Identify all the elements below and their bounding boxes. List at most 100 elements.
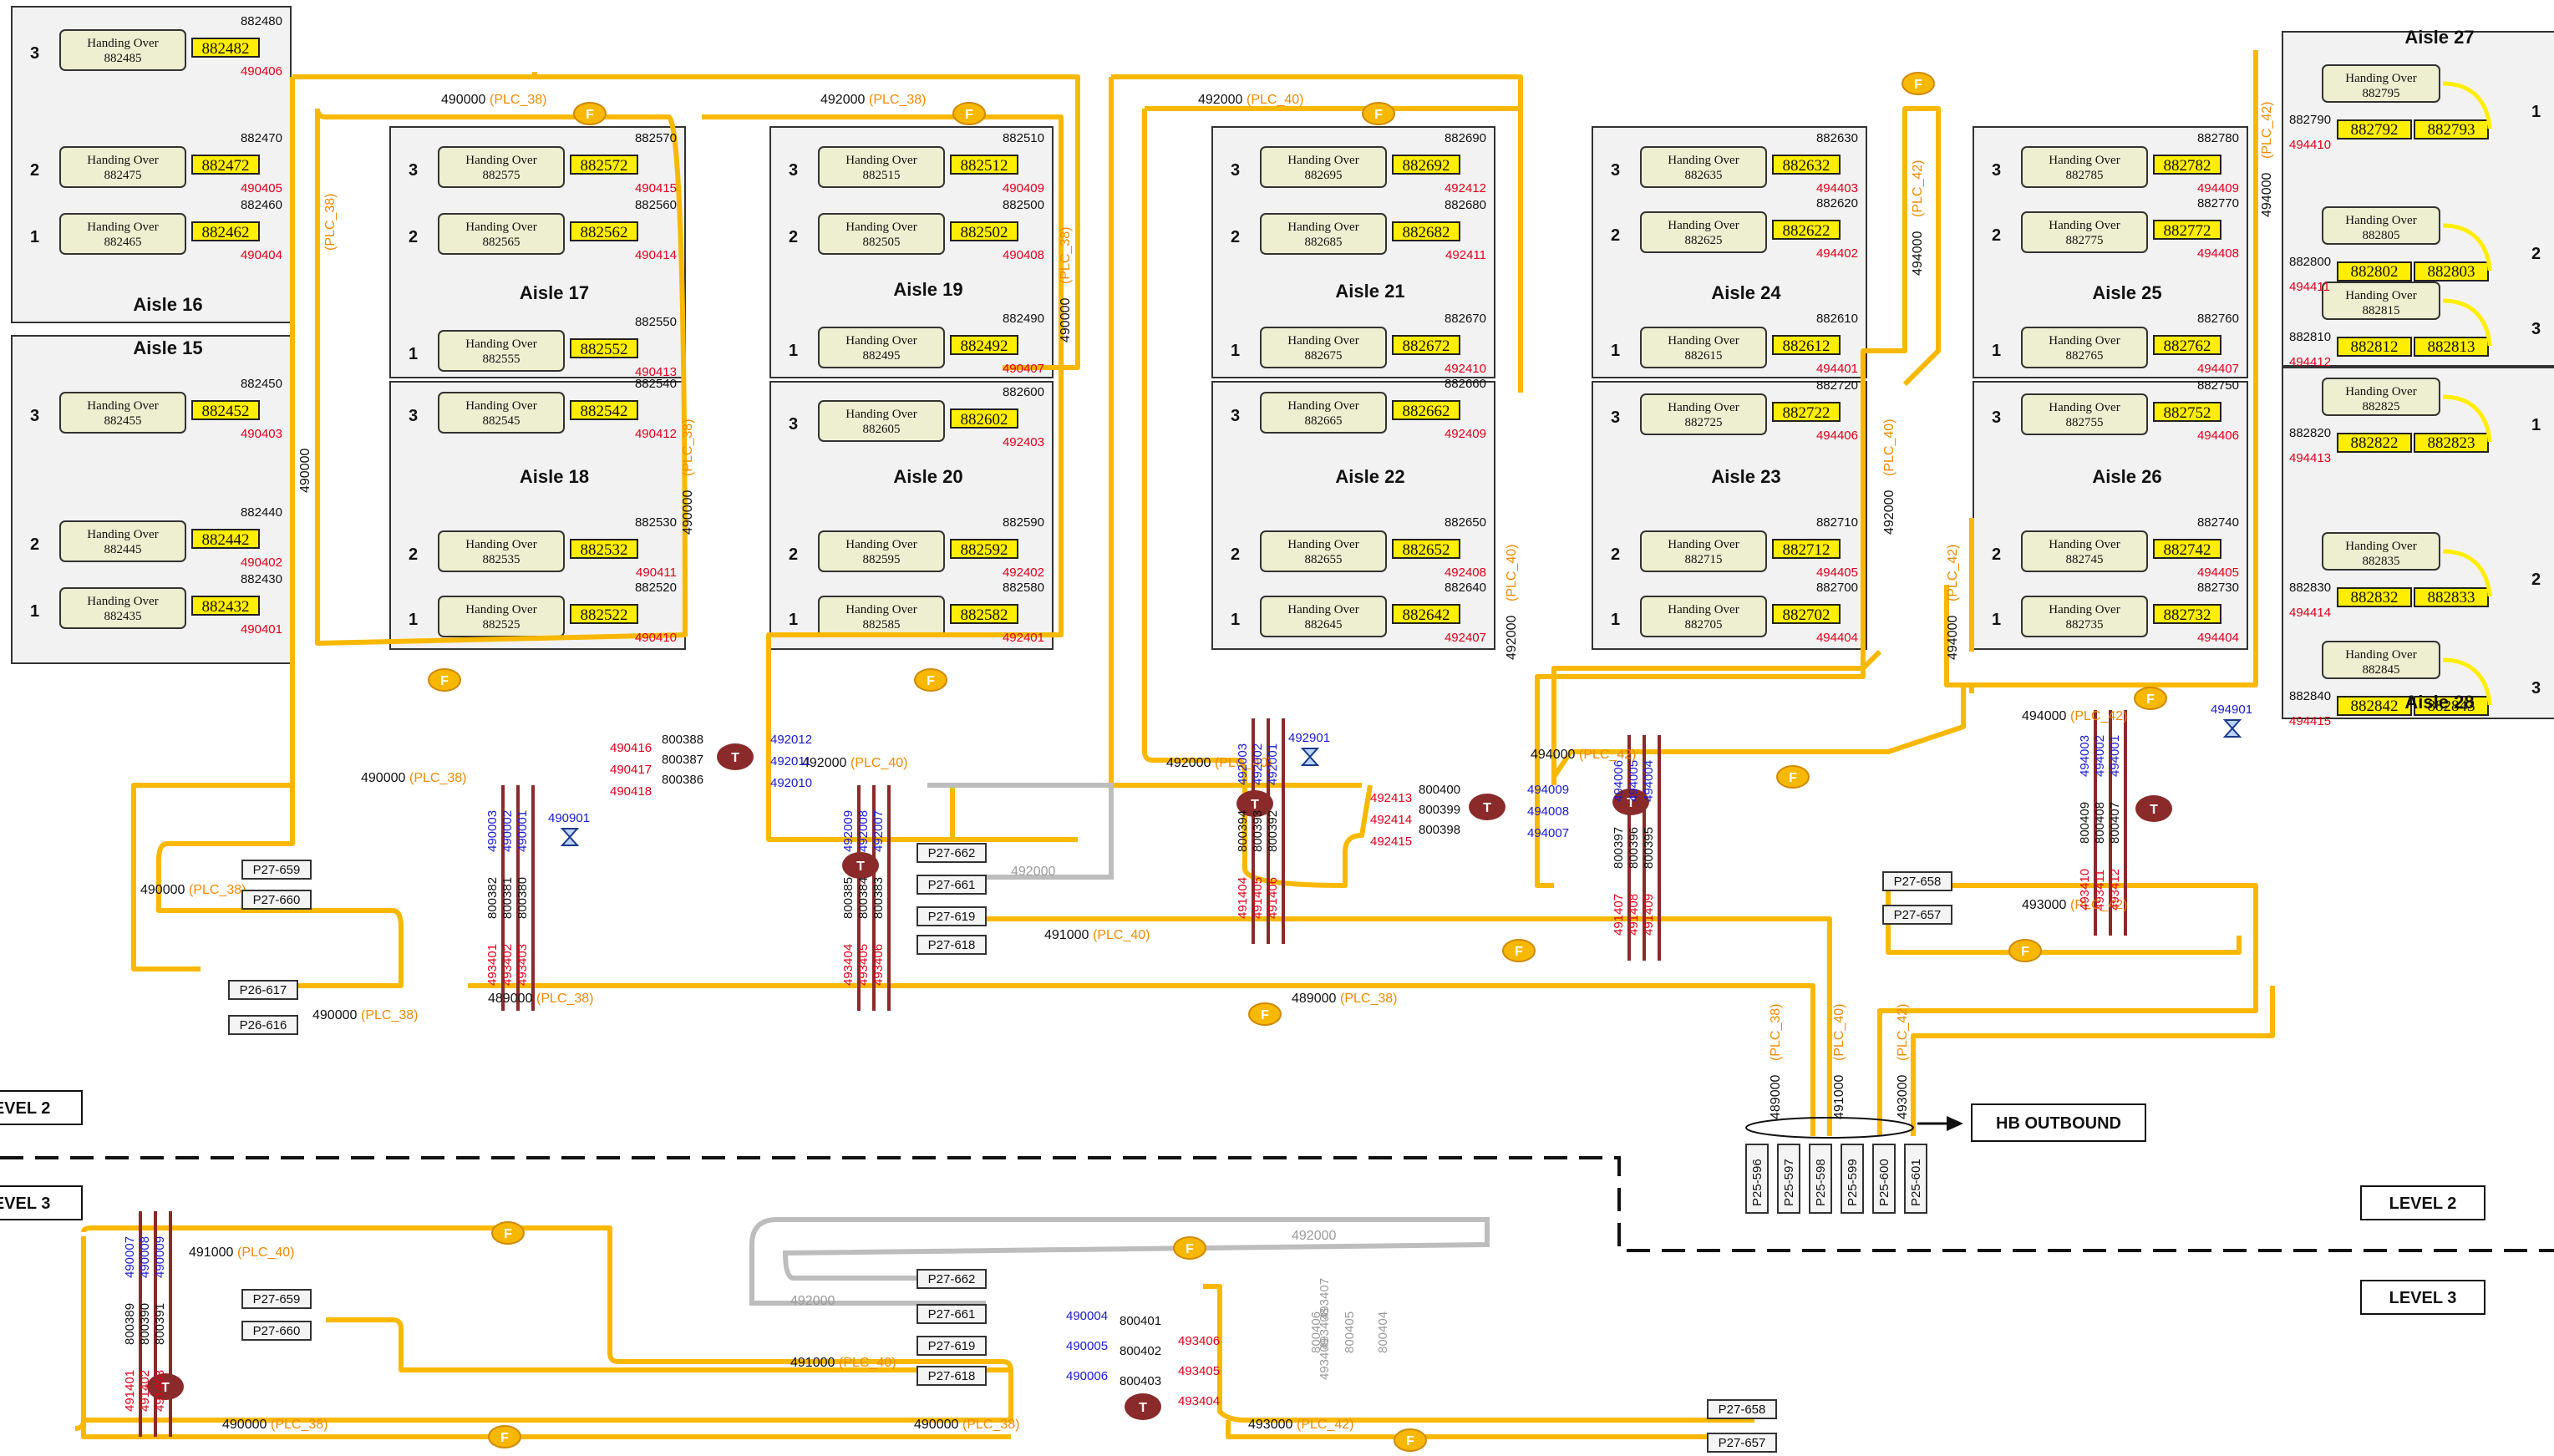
plc-vertical: (PLC_38) bbox=[681, 419, 695, 476]
t2-blue: 494009 bbox=[1527, 783, 1569, 797]
transfer-col3-blue: 492003 bbox=[1236, 743, 1250, 785]
fork-badge-label: F bbox=[1186, 1242, 1194, 1256]
handing-over-id: 882775 bbox=[2066, 234, 2104, 247]
handing-over-unit bbox=[1260, 213, 1387, 255]
loop-id-vertical: 494000 bbox=[1911, 231, 1925, 276]
transfer-badge bbox=[1125, 1393, 1161, 1420]
fork-badge bbox=[952, 102, 986, 125]
pallet-station-id: P27-658 bbox=[1719, 1403, 1766, 1417]
pallet-station bbox=[916, 1269, 987, 1289]
sensor-address: 882680 bbox=[1445, 198, 1486, 212]
pallet-station-id: P27-657 bbox=[1894, 908, 1942, 922]
belts-layer bbox=[74, 50, 2492, 1439]
plc-vertical: (PLC_40) bbox=[1882, 419, 1896, 476]
sensor-box bbox=[1392, 155, 1460, 175]
l3-transfer-col1-red: 491403 bbox=[153, 1370, 167, 1412]
sensor-id: 882782 bbox=[2164, 157, 2211, 175]
handing-over-unit bbox=[1260, 530, 1387, 572]
loop-490000-bottom bbox=[156, 785, 404, 988]
sensor-id: 882552 bbox=[581, 341, 628, 358]
plc-label: (PLC_42) bbox=[2070, 709, 2127, 723]
handing-over-unit bbox=[2021, 530, 2148, 572]
pallet-station-id: P27-659 bbox=[253, 1292, 301, 1306]
outbound-collector bbox=[1745, 1117, 1914, 1139]
pallet-station bbox=[241, 1321, 312, 1341]
plc-address: 492409 bbox=[1445, 427, 1486, 441]
handing-over-label: Handing Over bbox=[2049, 603, 2120, 616]
handing-over-label: Handing Over bbox=[2049, 334, 2120, 348]
pallet-station bbox=[241, 1289, 312, 1309]
sensor-id: 882752 bbox=[2164, 404, 2211, 422]
plc-address: 494404 bbox=[1816, 631, 1858, 645]
transfer-badge bbox=[842, 852, 879, 879]
transfer-col1-id: 800380 bbox=[515, 877, 530, 919]
sensor-id: 882812 bbox=[2351, 338, 2399, 356]
aisle-connector bbox=[2442, 298, 2492, 347]
pallet-station-id: P27-619 bbox=[928, 910, 976, 924]
pallet-station-id: P26-617 bbox=[240, 983, 287, 997]
row-number: 3 bbox=[1231, 161, 1240, 180]
row-number: 2 bbox=[789, 228, 798, 246]
sensor-box bbox=[2337, 261, 2412, 282]
handing-over-id: 882765 bbox=[2066, 349, 2104, 363]
plc-address: 494411 bbox=[2289, 280, 2330, 294]
plc-vertical: (PLC_38) bbox=[1059, 227, 1073, 284]
handing-over-label: Handing Over bbox=[465, 399, 536, 413]
transfer-col2-blue: 492009 bbox=[841, 810, 856, 852]
aisle-name: Aisle 22 bbox=[1335, 466, 1404, 487]
pallet-station bbox=[1882, 871, 1952, 891]
sensor-address: 882490 bbox=[1003, 312, 1044, 326]
loop-id: 492000 bbox=[790, 1294, 835, 1308]
plc-address: 492401 bbox=[1003, 631, 1044, 645]
handing-over-unit bbox=[818, 327, 945, 368]
handing-over-label: Handing Over bbox=[87, 399, 158, 413]
t1-blue: 492011 bbox=[770, 754, 811, 769]
handing-over-label: Handing Over bbox=[2345, 72, 2416, 85]
handing-over-id: 882635 bbox=[1685, 169, 1723, 182]
row-number: 1 bbox=[1611, 342, 1620, 360]
sensor-address: 882600 bbox=[1003, 385, 1044, 399]
transfer-col3-red: 491404 bbox=[1236, 877, 1250, 919]
sensor-box bbox=[950, 539, 1018, 559]
handing-over-id: 882465 bbox=[104, 236, 142, 249]
sensor-address: 882770 bbox=[2197, 196, 2239, 211]
sensor-address: 882660 bbox=[1445, 377, 1486, 391]
fork-badge bbox=[1248, 1002, 1282, 1026]
handing-over-label: Handing Over bbox=[465, 154, 536, 167]
pallet-station-id: P26-616 bbox=[240, 1018, 287, 1032]
l3-t-id: 800403 bbox=[1120, 1374, 1161, 1388]
handing-over-unit bbox=[1260, 392, 1387, 434]
sensor-box bbox=[1392, 604, 1460, 624]
loop-490000-top bbox=[292, 72, 1080, 370]
handing-over-label: Handing Over bbox=[845, 334, 916, 348]
fork-badge bbox=[488, 1425, 521, 1448]
outbound-station-id: P25-599 bbox=[1846, 1159, 1860, 1206]
fork-badge-label: F bbox=[1374, 108, 1383, 122]
handing-over-unit bbox=[1640, 393, 1767, 435]
sensor-box bbox=[2153, 402, 2221, 422]
row-number: 1 bbox=[789, 611, 798, 629]
row-number: 3 bbox=[1611, 408, 1620, 427]
loop-id: 492000 bbox=[1292, 1229, 1336, 1243]
handing-over-unit bbox=[2021, 146, 2148, 188]
fork-badge bbox=[2008, 939, 2042, 962]
transfer-col5-id: 800407 bbox=[2108, 802, 2122, 844]
l3-transfer-col1-id: 800391 bbox=[153, 1303, 167, 1345]
loop-id-vertical: 490000 bbox=[681, 490, 695, 535]
transfer-badge-label: T bbox=[1251, 798, 1259, 812]
plc-label: (PLC_40) bbox=[1215, 756, 1272, 770]
row-number: 2 bbox=[1611, 226, 1620, 245]
plc-address: 494406 bbox=[1816, 429, 1858, 443]
aisle-name: Aisle 16 bbox=[133, 294, 202, 315]
aisle-connector bbox=[2442, 223, 2492, 271]
aisle-connector bbox=[2442, 81, 2492, 129]
l3-grey-id: 493407 bbox=[1318, 1278, 1332, 1320]
transfer-badge-label: T bbox=[1139, 1401, 1147, 1415]
plc-label: (PLC_40) bbox=[1093, 928, 1150, 942]
handing-over-label: Handing Over bbox=[2049, 538, 2120, 551]
t1-red: 490418 bbox=[610, 784, 652, 799]
l3-t-blue: 490006 bbox=[1066, 1369, 1108, 1383]
aisle-name: Aisle 18 bbox=[520, 466, 589, 487]
l3-t-red: 493406 bbox=[1178, 1334, 1220, 1348]
